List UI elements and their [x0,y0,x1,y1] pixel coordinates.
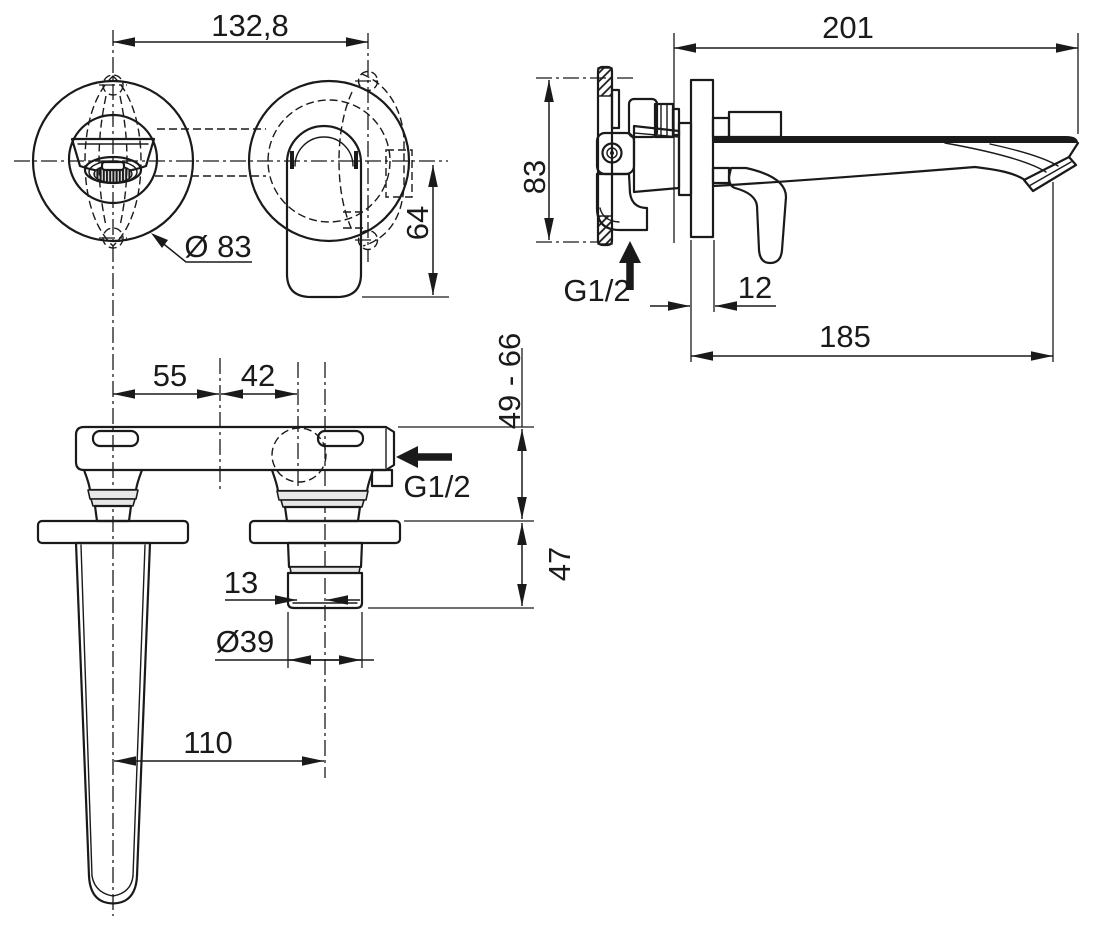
dim-escutcheon-height: 83 [517,80,554,240]
dim-cartridge-offset: 42 [221,358,297,399]
cartridge-housing [627,97,659,139]
left-escutcheon-outer [31,79,195,243]
inlet-elbow [595,172,649,232]
dim-plate-thickness: 12 [650,240,776,362]
right-escutcheon-outer [247,79,411,243]
dim-spout-offset: 55 [113,358,219,399]
inlet-arrow-side [619,241,641,263]
flange-hatch-top [597,67,613,97]
dim-total-depth: 201 [673,10,1079,243]
dim-handle-height: 64 [362,165,449,298]
dim-spout-offset-label: 55 [153,358,187,393]
plan-view: 55 42 [36,333,577,905]
cartridge-hidden-circle [271,427,327,483]
inlet-thread-label-plan: G1/2 [403,469,470,504]
dim-plate-thickness-label: 12 [738,270,772,305]
dim-centers-spacing-label: 132,8 [211,8,289,43]
dim-axis-offset: 13 [224,565,360,605]
front-view: 132,8 [14,8,449,916]
supply-tube [74,541,152,905]
dim-install-depth-range: 49 - 66 [398,333,534,522]
dim-spigot-diameter-label: Ø39 [216,624,275,659]
right-escutcheon-hidden [267,99,391,223]
spout-aerator-face [1022,155,1078,193]
dim-handle-height-label: 64 [400,206,435,240]
spout-underside [711,165,1027,188]
bar-slot-left [91,429,140,448]
hidden-bracket-right [361,73,405,247]
spout-top-edge [713,136,1078,143]
bar-slot-right [316,429,365,448]
inlet-thread-label-side: G1/2 [563,273,630,308]
mounting-bar [74,425,396,472]
dim-axes-spacing: 110 [114,725,324,766]
wall-plate-side [689,78,715,239]
left-escutcheon-inner [67,113,159,205]
dim-escutcheon-height-label: 83 [517,160,552,194]
dim-escutcheon-diameter: Ø 83 [151,229,252,264]
aerator-tab [100,160,126,172]
dim-axes-spacing-label: 110 [183,725,232,760]
inlet-arrow-plan [396,446,418,468]
lever-handle-side [727,166,788,265]
dim-cartridge-offset-label: 42 [241,358,275,393]
dim-centers-spacing: 132,8 [113,8,368,47]
dim-axis-offset-label: 13 [224,565,258,600]
body-screw [601,142,623,164]
side-view: 83 [517,10,1080,362]
dim-escutcheon-diameter-label: Ø 83 [184,229,251,264]
inlet-thread-callout-plan: G1/2 [396,446,471,504]
dim-total-depth-label: 201 [822,10,874,45]
dim-spout-projection-label: 185 [819,319,871,354]
lever-handle-front [285,124,363,299]
inlet-thread-callout-side: G1/2 [563,241,641,308]
outlet-spigot [286,571,364,610]
hidden-bracket-left [84,75,142,247]
dim-install-depth-range-label: 49 - 66 [492,333,527,430]
dim-spout-projection: 185 [691,182,1054,362]
dim-behind-wall-depth: 47 [368,523,577,609]
dim-spigot-diameter: Ø39 [215,612,374,668]
dim-behind-wall-depth-label: 47 [542,547,577,581]
right-hub-bell [270,468,375,493]
